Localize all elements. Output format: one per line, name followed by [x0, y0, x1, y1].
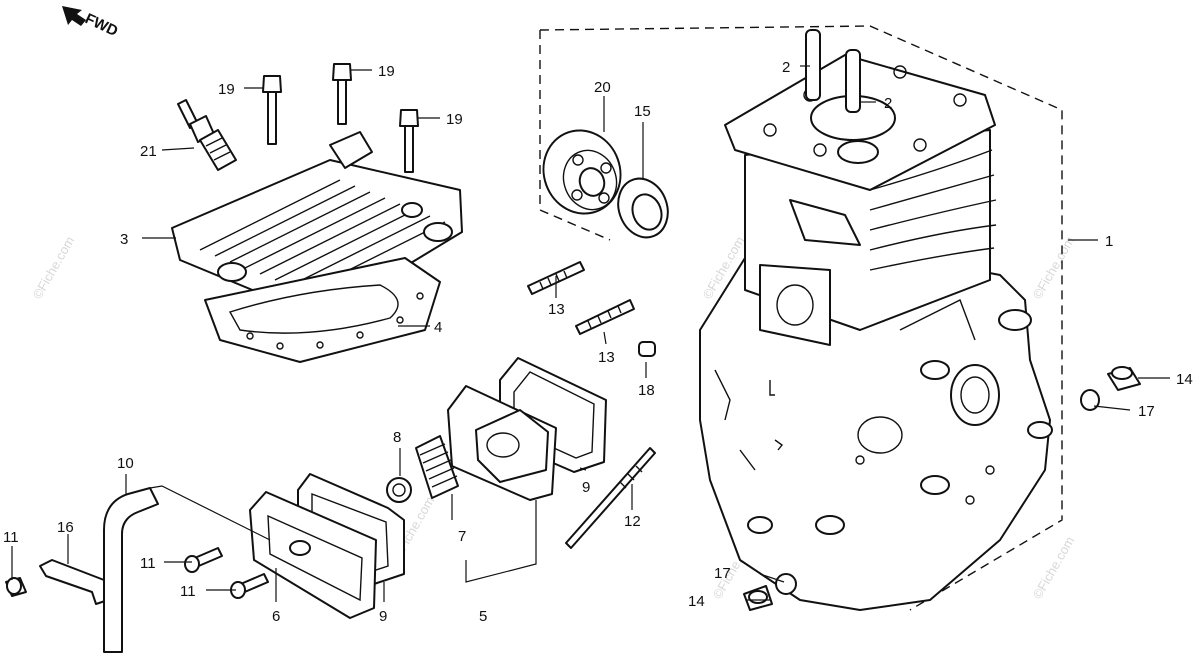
- callout-3: 3: [120, 231, 128, 248]
- part-21-spark-plug: [177, 99, 237, 171]
- callout-19-right: 19: [446, 111, 463, 128]
- callout-13-upper: 13: [548, 301, 565, 318]
- part-10-breather-tube: [103, 487, 159, 653]
- callout-15: 15: [634, 103, 651, 120]
- watermark: ©Fiche.com: [30, 234, 78, 302]
- part-20-bearing: [542, 129, 622, 215]
- callout-9-right: 9: [582, 479, 590, 496]
- part-14-drain-bolt-bottom: [743, 585, 773, 611]
- callout-6: 6: [272, 608, 280, 625]
- callout-11-lower: 11: [180, 583, 196, 600]
- callout-20: 20: [594, 79, 611, 96]
- part-11-bolt-upper: [184, 547, 223, 573]
- callout-11-upper: 11: [140, 555, 156, 572]
- callout-19-left: 19: [218, 81, 235, 98]
- callout-12: 12: [624, 513, 641, 530]
- callout-7: 7: [458, 528, 466, 545]
- watermark: ©Fiche.com: [1030, 234, 1078, 302]
- part-11-bolt-far-left: [5, 577, 27, 597]
- callout-11-far-left: 11: [3, 529, 19, 546]
- part-18-dowel-pin: [638, 341, 656, 357]
- part-19-bolt-right: [399, 109, 419, 173]
- callout-2-upper: 2: [782, 59, 790, 76]
- assembly-boundary: [539, 25, 1063, 611]
- callout-labels: 1 2 2 3 4 5 6 7 8 9 9 10 11 11 11 12 13 …: [3, 59, 1193, 625]
- watermark: ©Fiche.com: [1030, 534, 1078, 602]
- callout-17-right: 17: [1138, 403, 1155, 420]
- part-5-insulator: [447, 385, 557, 501]
- callout-14-bottom: 14: [688, 593, 705, 610]
- callout-10: 10: [117, 455, 134, 472]
- part-4-head-gasket: [204, 257, 441, 363]
- fwd-direction-indicator: FWD: [62, 6, 121, 40]
- callout-9-left: 9: [379, 608, 387, 625]
- fwd-label: FWD: [82, 10, 120, 40]
- part-19-bolt-left: [262, 75, 282, 145]
- part-7-screen-element: [415, 435, 459, 499]
- callout-14-right: 14: [1176, 371, 1193, 388]
- callout-17-bottom: 17: [714, 565, 731, 582]
- callout-1: 1: [1105, 233, 1113, 250]
- part-11-bolt-lower: [230, 573, 269, 599]
- part-1-cylinder-block: [699, 29, 1053, 611]
- part-17-washer-right: [1080, 389, 1100, 411]
- callout-18: 18: [638, 382, 655, 399]
- callout-16: 16: [57, 519, 74, 536]
- part-12-long-stud: [565, 447, 656, 549]
- part-8-collar: [386, 477, 412, 503]
- callout-21: 21: [140, 143, 157, 160]
- part-13-stud-bolt-lower: [575, 299, 635, 335]
- callout-19-middle: 19: [378, 63, 395, 80]
- callout-2-lower: 2: [884, 95, 892, 112]
- callout-13-lower: 13: [598, 349, 615, 366]
- callout-4: 4: [434, 319, 442, 336]
- part-19-bolt-middle: [332, 63, 352, 125]
- leader-lines: [11, 65, 1170, 602]
- callout-5: 5: [479, 608, 487, 625]
- part-17-washer-bottom: [775, 573, 797, 595]
- callout-8: 8: [393, 429, 401, 446]
- part-14-drain-bolt-right: [1107, 366, 1141, 391]
- part-16-tube-clamp: [39, 559, 109, 605]
- part-6-breather-cover: [249, 491, 377, 619]
- part-15-oil-seal: [617, 177, 669, 239]
- fwd-arrow-icon: [62, 6, 86, 26]
